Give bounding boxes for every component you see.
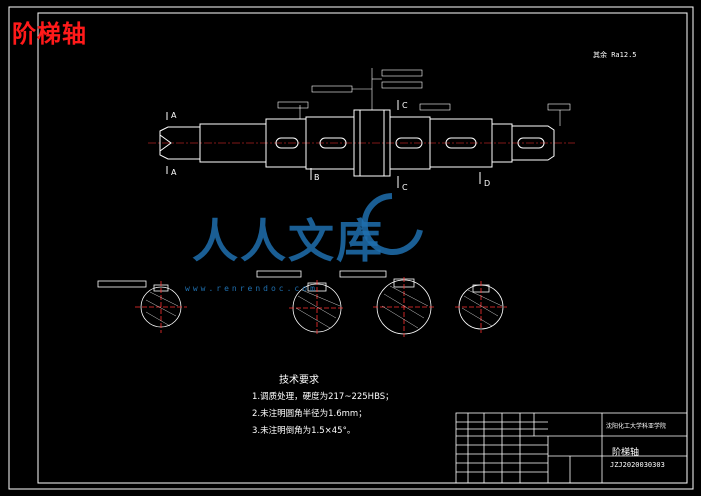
cross-section-a (97, 280, 187, 333)
cross-section-b (256, 270, 345, 336)
title-block-school: 沈阳化工大学科亚学院 (606, 423, 667, 430)
roughness-note: 其余 Ra12.5 (593, 51, 637, 59)
requirement-item-1: 1.调质处理，硬度为217~225HBS； (252, 392, 394, 402)
cross-section-d (455, 281, 507, 333)
drawing-title: 阶梯轴 (12, 20, 87, 48)
watermark-url: www.renrendoc.com (185, 284, 318, 293)
dimension-callouts (277, 68, 571, 126)
requirement-item-2: 2.未注明圆角半径为1.6mm； (252, 409, 367, 419)
requirements-title: 技术要求 (279, 375, 319, 386)
watermark-logo-arc (361, 193, 423, 255)
cross-section-c (339, 270, 435, 337)
inner-frame (37, 12, 688, 484)
title-block-part-name: 阶梯轴 (612, 448, 640, 458)
section-label-c-bottom: C (402, 183, 408, 192)
section-label-d: D (484, 179, 490, 188)
section-label-c-top: C (402, 101, 408, 110)
section-label-b: B (314, 173, 320, 182)
requirement-item-3: 3.未注明倒角为1.5×45°。 (252, 426, 356, 436)
title-block (455, 412, 688, 484)
shaft-main-view (148, 109, 575, 177)
outer-frame (8, 6, 694, 490)
section-markers (166, 100, 481, 188)
section-label-a-bottom: A (171, 168, 177, 177)
section-label-a-top: A (171, 111, 177, 120)
watermark-text: 人人文库 (192, 214, 384, 268)
title-block-drawing-code: JZJ2020030303 (610, 461, 665, 469)
